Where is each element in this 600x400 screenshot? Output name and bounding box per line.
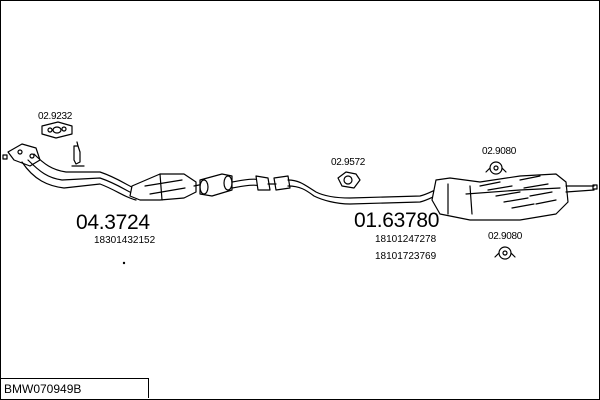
part-label-rear-section: 01.63780: [354, 209, 440, 232]
hanger-bottom-icon: [494, 246, 516, 260]
centre-silencer: [199, 173, 233, 197]
clamp-joint: [255, 175, 291, 191]
oe-number-front: 18301432152: [94, 235, 156, 246]
part-label-hanger-top: 02.9080: [482, 146, 517, 157]
middle-pipe: [287, 179, 441, 205]
edge-marker-right: [592, 184, 598, 190]
stray-dot: [122, 261, 126, 265]
edge-marker-left: [2, 154, 8, 160]
oe-number-rear-1: 18101247278: [375, 234, 437, 245]
tail-pipe-lower: [565, 189, 595, 193]
part-label-front-section: 04.3724: [76, 211, 150, 234]
footer-code: BMW070949B: [4, 382, 82, 396]
bolt-front-icon: [71, 141, 85, 167]
front-downpipe: [21, 153, 139, 201]
rear-silencer: [431, 173, 569, 221]
oe-number-rear-2: 18101723769: [375, 251, 437, 262]
part-label-gasket-mid: 02.9572: [331, 157, 366, 168]
catalytic-converter: [129, 173, 197, 201]
gasket-mid-icon: [337, 171, 361, 189]
gasket-front-icon: [41, 121, 73, 139]
part-label-hanger-bottom: 02.9080: [488, 231, 523, 242]
part-label-gasket-front: 02.9232: [38, 111, 73, 122]
hanger-top-icon: [485, 161, 507, 175]
footer-code-box: [0, 378, 149, 398]
